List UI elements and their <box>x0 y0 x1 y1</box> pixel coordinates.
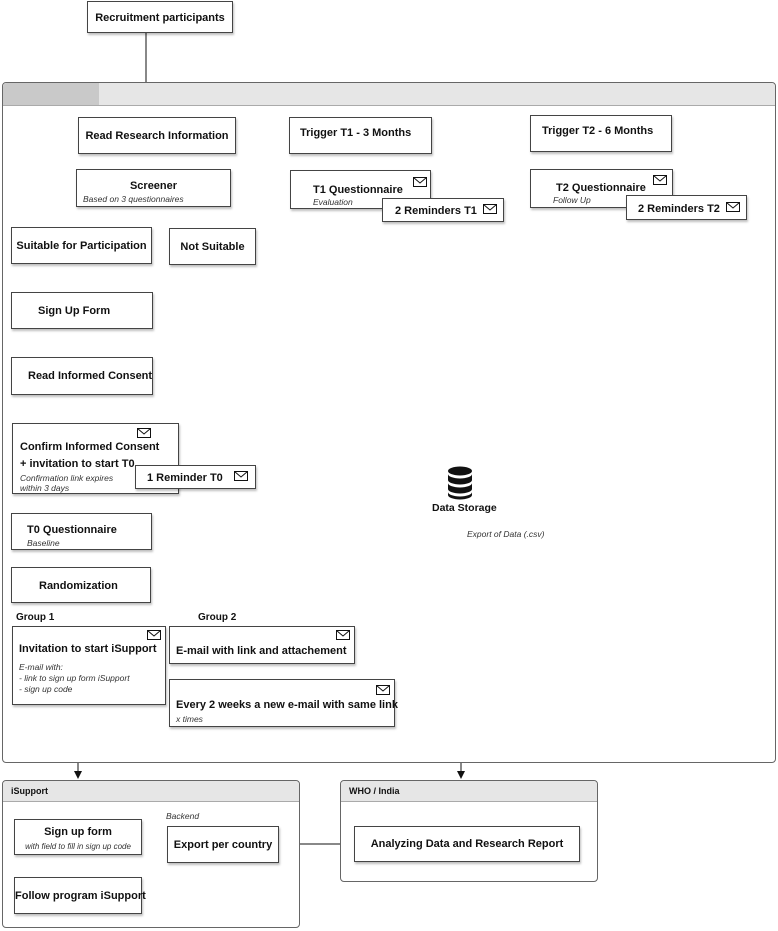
confirm-sub2: within 3 days <box>20 483 70 493</box>
main-panel-header <box>3 83 775 106</box>
confirm-sub1: Confirmation link expires <box>20 473 114 483</box>
t0-questionnaire-box: T0 Questionnaire Baseline <box>11 513 152 550</box>
invitation-sub1: E-mail with: <box>19 662 63 672</box>
who-title: WHO / India <box>349 786 400 796</box>
t0-title: T0 Questionnaire <box>27 524 117 536</box>
not-suitable-box: Not Suitable <box>169 228 256 265</box>
follow-program-box: Follow program iSupport <box>14 877 146 914</box>
envelope-icon <box>726 202 740 212</box>
isupport-signup-title: Sign up form <box>44 826 112 838</box>
suitable-box: Suitable for Participation <box>11 227 152 264</box>
envelope-icon <box>376 685 390 695</box>
backend-label: Backend <box>166 811 200 821</box>
reminders-t1-label: 2 Reminders T1 <box>395 205 477 217</box>
follow-program-label: Follow program iSupport <box>15 890 146 902</box>
randomization-box: Randomization <box>11 567 151 603</box>
trigger-t2-box: Trigger T2 - 6 Months <box>530 115 672 152</box>
envelope-icon <box>137 428 151 438</box>
read-consent-box: Read Informed Consent <box>11 357 153 395</box>
signup-form-label: Sign Up Form <box>38 305 111 317</box>
read-consent-label: Read Informed Consent <box>28 370 153 382</box>
screener-sub: Based on 3 questionnaires <box>83 194 184 204</box>
export-csv-label: Export of Data (.csv) <box>467 529 545 539</box>
every-two-weeks-sub: x times <box>176 714 203 724</box>
t1-sub: Evaluation <box>313 197 353 207</box>
analyzing-box: Analyzing Data and Research Report <box>354 826 580 862</box>
data-storage-label: Data Storage <box>432 502 497 514</box>
t2-title: T2 Questionnaire <box>556 182 646 194</box>
export-country-box: Export per country <box>167 826 279 863</box>
reminders-t2-box: 2 Reminders T2 <box>626 195 747 220</box>
recruitment-box: Recruitment participants <box>87 1 233 33</box>
confirm-line2: + invitation to start T0 <box>20 458 135 470</box>
trigger-t1-box: Trigger T1 - 3 Months <box>289 117 432 154</box>
analyzing-label: Analyzing Data and Research Report <box>370 838 564 850</box>
email-link-box: E-mail with link and attachement <box>169 626 355 664</box>
signup-form-box: Sign Up Form <box>11 292 153 329</box>
invitation-title: Invitation to start iSupport <box>19 643 157 655</box>
every-two-weeks-label: Every 2 weeks a new e-mail with same lin… <box>176 699 398 711</box>
randomization-label: Randomization <box>39 580 118 592</box>
trigger-t2-label: Trigger T2 - 6 Months <box>542 125 654 137</box>
read-info-label: Read Research Information <box>85 130 229 142</box>
reminders-t1-box: 2 Reminders T1 <box>382 198 504 222</box>
confirm-line1: Confirm Informed Consent <box>20 441 160 453</box>
export-country-label: Export per country <box>173 839 273 851</box>
reminders-t2-label: 2 Reminders T2 <box>638 203 720 215</box>
invitation-sub3: - sign up code <box>19 684 73 694</box>
t0-sub: Baseline <box>27 538 60 548</box>
invitation-box: Invitation to start iSupport E-mail with… <box>12 626 166 705</box>
envelope-icon <box>653 175 667 185</box>
envelope-icon <box>336 630 350 640</box>
who-panel-header: WHO / India <box>341 781 597 802</box>
reminder-t0-box: 1 Reminder T0 <box>135 465 256 489</box>
envelope-icon <box>483 204 497 214</box>
group2-label: Group 2 <box>198 612 237 623</box>
main-panel-tab <box>3 83 99 105</box>
envelope-icon <box>234 471 248 481</box>
reminder-t0-label: 1 Reminder T0 <box>147 472 223 484</box>
recruitment-label: Recruitment participants <box>95 12 225 24</box>
isupport-title: iSupport <box>11 786 48 796</box>
envelope-icon <box>147 630 161 640</box>
read-info-box: Read Research Information <box>78 117 236 154</box>
database-icon <box>448 466 472 500</box>
isupport-signup-box: Sign up form with field to fill in sign … <box>14 819 142 855</box>
t2-sub: Follow Up <box>553 195 591 205</box>
screener-box: Screener Based on 3 questionnaires <box>76 169 231 207</box>
envelope-icon <box>413 177 427 187</box>
suitable-label: Suitable for Participation <box>16 240 147 252</box>
group1-label: Group 1 <box>16 612 55 623</box>
isupport-signup-sub: with field to fill in sign up code <box>25 842 131 851</box>
email-link-label: E-mail with link and attachement <box>176 645 347 657</box>
every-two-weeks-box: Every 2 weeks a new e-mail with same lin… <box>169 679 398 727</box>
isupport-panel-header: iSupport <box>3 781 299 802</box>
trigger-t1-label: Trigger T1 - 3 Months <box>300 127 412 139</box>
not-suitable-label: Not Suitable <box>180 241 245 253</box>
t1-title: T1 Questionnaire <box>313 184 403 196</box>
invitation-sub2: - link to sign up form iSupport <box>19 673 130 683</box>
screener-label: Screener <box>129 180 178 192</box>
